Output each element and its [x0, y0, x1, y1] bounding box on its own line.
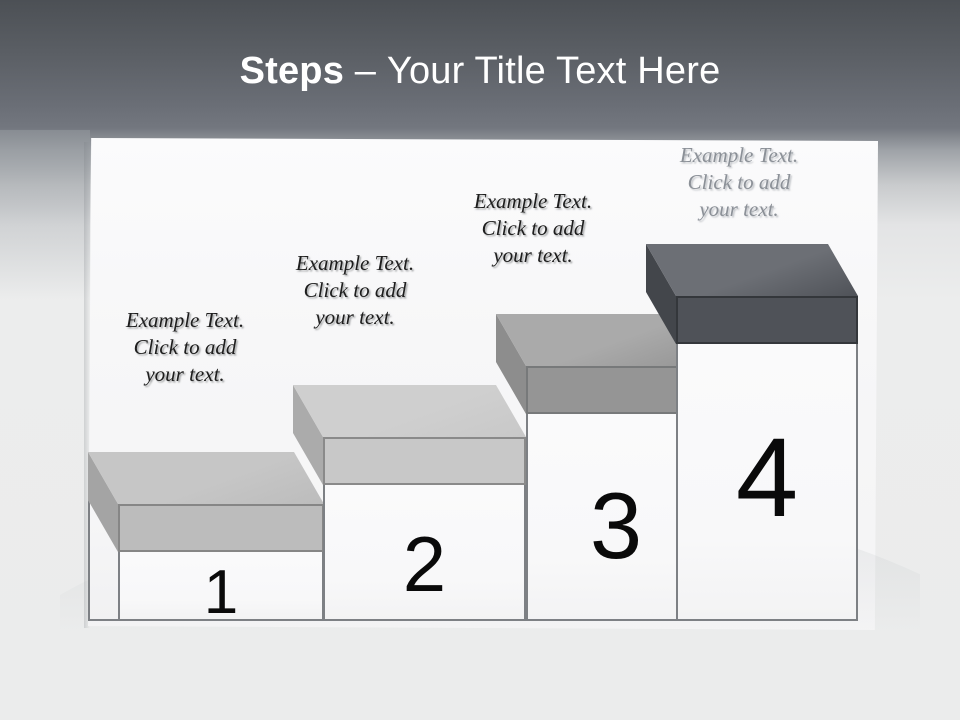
step-4-slab-top-face — [646, 244, 858, 296]
step-3-caption[interactable]: Example Text. Click to add your text. — [473, 189, 593, 267]
step-1-slab-front-face — [118, 504, 324, 552]
page-title: Steps – Your Title Text Here — [0, 48, 960, 94]
page-title-bold: Steps — [239, 50, 345, 92]
step-3-number: 3 — [589, 473, 643, 578]
page-title-rest: Your Title Text Here — [386, 50, 721, 92]
step-4-caption[interactable]: Example Text. Click to add your text. — [679, 143, 799, 221]
step-2-pedestal — [323, 485, 526, 621]
step-2-caption[interactable]: Example Text. Click to add your text. — [295, 251, 415, 329]
step-2-number: 2 — [402, 520, 447, 608]
panel-drop-shadow — [84, 142, 90, 628]
page-title-dash: – — [344, 50, 387, 92]
background-left-shade — [0, 130, 90, 720]
step-4-pedestal — [676, 344, 858, 621]
step-4-number: 4 — [735, 415, 799, 540]
step-1-caption[interactable]: Example Text. Click to add your text. — [125, 308, 245, 386]
step-1-slab-top-face — [88, 452, 324, 504]
step-1-number: 1 — [203, 558, 239, 627]
step-2-slab-front-face — [323, 437, 526, 485]
step-4-slab-front-face — [676, 296, 858, 344]
step-2-slab-top-face — [293, 385, 526, 437]
step-1-pedestal — [118, 552, 324, 621]
